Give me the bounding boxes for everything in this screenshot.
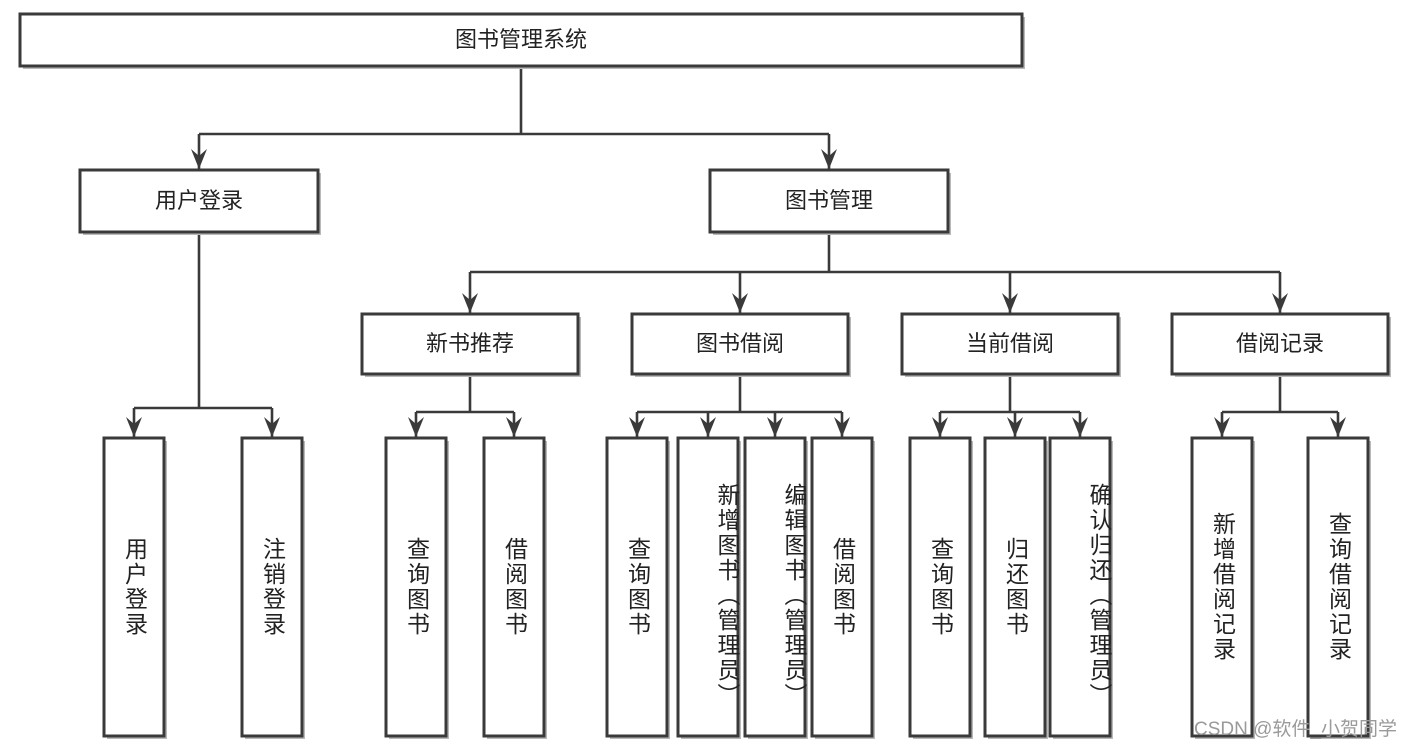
node-leaf-add-book[interactable]	[676, 436, 741, 739]
node-book-borrow[interactable]	[630, 312, 851, 377]
node-user-login[interactable]	[78, 168, 321, 235]
arrow-head-icon	[126, 417, 142, 437]
node-label: 用户登录	[155, 188, 243, 213]
node-label: 当前借阅	[966, 331, 1054, 356]
node-root[interactable]	[18, 12, 1025, 69]
node-leaf-add-record[interactable]	[1190, 436, 1255, 739]
arrow-head-icon	[1007, 417, 1023, 437]
arrow-head-icon	[506, 417, 522, 437]
arrow-head-icon	[191, 149, 207, 169]
node-leaf-user-login[interactable]	[102, 436, 167, 739]
node-label: 图书管理	[785, 188, 873, 213]
node-borrow-record[interactable]	[1170, 312, 1391, 377]
arrow-head-icon	[1330, 417, 1346, 437]
node-leaf-query-record[interactable]	[1306, 436, 1371, 739]
node-label: 图书借阅	[696, 331, 784, 356]
node-leaf-return-book[interactable]	[983, 436, 1048, 739]
arrow-head-icon	[462, 293, 478, 313]
node-leaf-query-book-3[interactable]	[908, 436, 973, 739]
arrow-head-icon	[700, 417, 716, 437]
node-current-borrow[interactable]	[900, 312, 1121, 377]
node-book-manage[interactable]	[708, 168, 951, 235]
arrow-head-icon	[408, 417, 424, 437]
node-label: 图书管理系统	[455, 27, 587, 52]
arrow-head-icon	[821, 149, 837, 169]
arrow-head-icon	[834, 417, 850, 437]
arrow-head-icon	[629, 417, 645, 437]
node-label: 借阅记录	[1236, 331, 1324, 356]
node-leaf-query-book-1[interactable]	[384, 436, 449, 739]
arrow-head-icon	[767, 417, 783, 437]
arrow-head-icon	[1002, 293, 1018, 313]
node-leaf-edit-book[interactable]	[743, 436, 808, 739]
node-leaf-logout[interactable]	[240, 436, 305, 739]
arrow-head-icon	[264, 417, 280, 437]
node-leaf-query-book-2[interactable]	[605, 436, 670, 739]
node-new-book-recommend[interactable]	[360, 312, 581, 377]
arrow-head-icon	[1214, 417, 1230, 437]
node-leaf-borrow-book-2[interactable]	[810, 436, 875, 739]
arrow-head-icon	[932, 417, 948, 437]
node-label: 新书推荐	[426, 331, 514, 356]
arrow-head-icon	[732, 293, 748, 313]
arrow-head-icon	[1272, 293, 1288, 313]
watermark-text: CSDN @软件_小贺同学	[1194, 719, 1397, 740]
node-leaf-confirm-return[interactable]	[1048, 436, 1113, 739]
node-leaf-borrow-book-1[interactable]	[482, 436, 547, 739]
arrow-head-icon	[1072, 417, 1088, 437]
